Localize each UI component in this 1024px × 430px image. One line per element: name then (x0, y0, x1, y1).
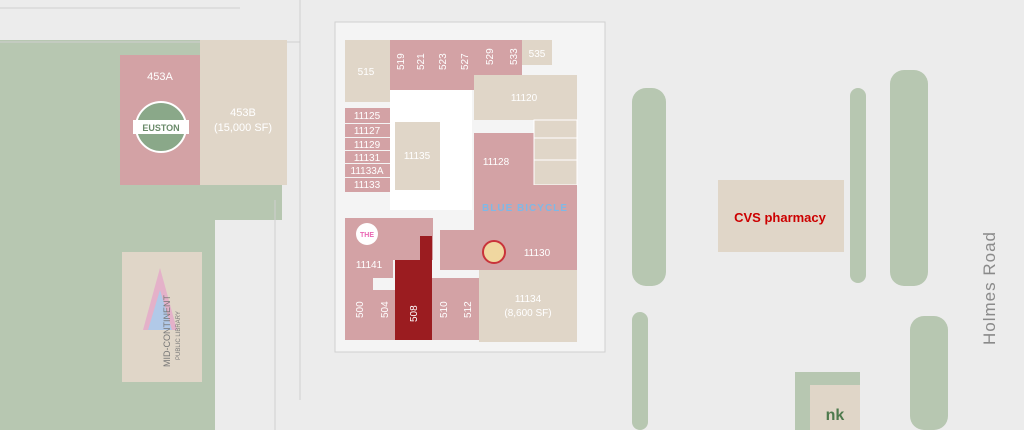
unit-11134[interactable] (479, 270, 577, 342)
unit-533[interactable] (504, 40, 522, 75)
library-name-bottom: PUBLIC LIBRARY (176, 311, 182, 360)
unit-11134-label: 11134 (515, 294, 542, 305)
unit-453b-label: 453B (230, 107, 256, 119)
unit-453b-size: (15,000 SF) (214, 122, 272, 134)
unit-11129-label: 11129 (354, 140, 381, 151)
unit-453b[interactable] (200, 40, 287, 185)
unit-523-label: 523 (438, 53, 449, 70)
unit-527-label: 527 (460, 53, 471, 70)
euston-banner (133, 120, 189, 134)
unit-11130[interactable] (440, 230, 577, 270)
unit-508-label: 508 (409, 305, 420, 322)
unit-11133a[interactable] (345, 164, 390, 177)
unit-11127-label: 11127 (354, 126, 381, 137)
unit-11133-label: 11133 (354, 180, 381, 191)
library-name-top: MID-CONTINENT (162, 295, 172, 367)
unit-529[interactable] (474, 40, 504, 75)
unit-515[interactable] (345, 40, 390, 102)
tenant-logo-11130 (482, 240, 506, 264)
cvs-name: CVS pharmacy (734, 210, 827, 225)
unit-11131-label: 11131 (354, 153, 381, 164)
unit-519[interactable] (390, 40, 410, 90)
unit-11127[interactable] (345, 124, 390, 137)
unit-11135-label: 11135 (404, 151, 431, 162)
unit-535-label: 535 (529, 49, 546, 60)
unit-527[interactable] (454, 40, 474, 90)
unit-11134-size: (8,600 SF) (504, 308, 551, 319)
unit-512[interactable] (454, 278, 479, 340)
green-island-1 (632, 88, 666, 286)
unit-11128[interactable] (474, 133, 534, 185)
unit-508-highlighted[interactable] (395, 236, 432, 340)
unit-504-label: 504 (380, 301, 391, 318)
holmes-road-label: Holmes Road (980, 231, 999, 345)
unit-521[interactable] (410, 40, 430, 90)
unit-500[interactable] (345, 278, 373, 340)
unit-11133[interactable] (345, 178, 390, 192)
green-island-2 (850, 88, 866, 283)
unit-11135[interactable] (395, 122, 440, 190)
unit-529-label: 529 (485, 48, 496, 65)
unit-small-1[interactable] (533, 119, 578, 139)
unit-11125[interactable] (345, 108, 390, 123)
unit-453a-label: 453A (147, 71, 173, 83)
unit-11128-label: 11128 (483, 157, 510, 168)
unit-small-3[interactable] (533, 159, 578, 186)
blue-bicycle-unit[interactable] (474, 185, 577, 230)
unit-11125-label: 11125 (354, 111, 381, 122)
euston-name: EUSTON (142, 123, 179, 133)
unit-510-label: 510 (439, 301, 450, 318)
blue-bicycle-name: BLUE BICYCLE (482, 203, 568, 214)
unit-512-label: 512 (463, 301, 474, 318)
unit-11129[interactable] (345, 138, 390, 150)
the-logo-text: THE (360, 232, 374, 239)
unit-504[interactable] (373, 290, 395, 340)
unit-521-label: 521 (416, 53, 427, 70)
green-island-3 (890, 70, 928, 286)
the-logo (356, 223, 378, 245)
unit-500-label: 500 (355, 301, 366, 318)
green-island-4 (910, 316, 948, 430)
unit-515-label: 515 (358, 67, 375, 78)
unit-11141-label: 11141 (356, 260, 383, 271)
unit-523[interactable] (430, 40, 454, 90)
unit-510[interactable] (432, 278, 454, 340)
green-island-5 (632, 312, 648, 430)
unit-11130-label: 11130 (524, 248, 551, 259)
unit-11133a-label: 11133A (351, 166, 384, 177)
unit-11131[interactable] (345, 151, 390, 163)
unit-small-2[interactable] (533, 137, 578, 161)
unit-519-label: 519 (396, 53, 407, 70)
bank-name-partial: nk (826, 407, 845, 424)
bank-building[interactable] (810, 385, 860, 430)
unit-11120-label: 11120 (511, 93, 538, 104)
unit-11120[interactable] (474, 75, 577, 120)
library-logo-icon-inner (148, 290, 172, 330)
unit-535[interactable] (522, 40, 552, 65)
unit-533-label: 533 (509, 48, 520, 65)
cvs-building[interactable] (718, 180, 844, 252)
